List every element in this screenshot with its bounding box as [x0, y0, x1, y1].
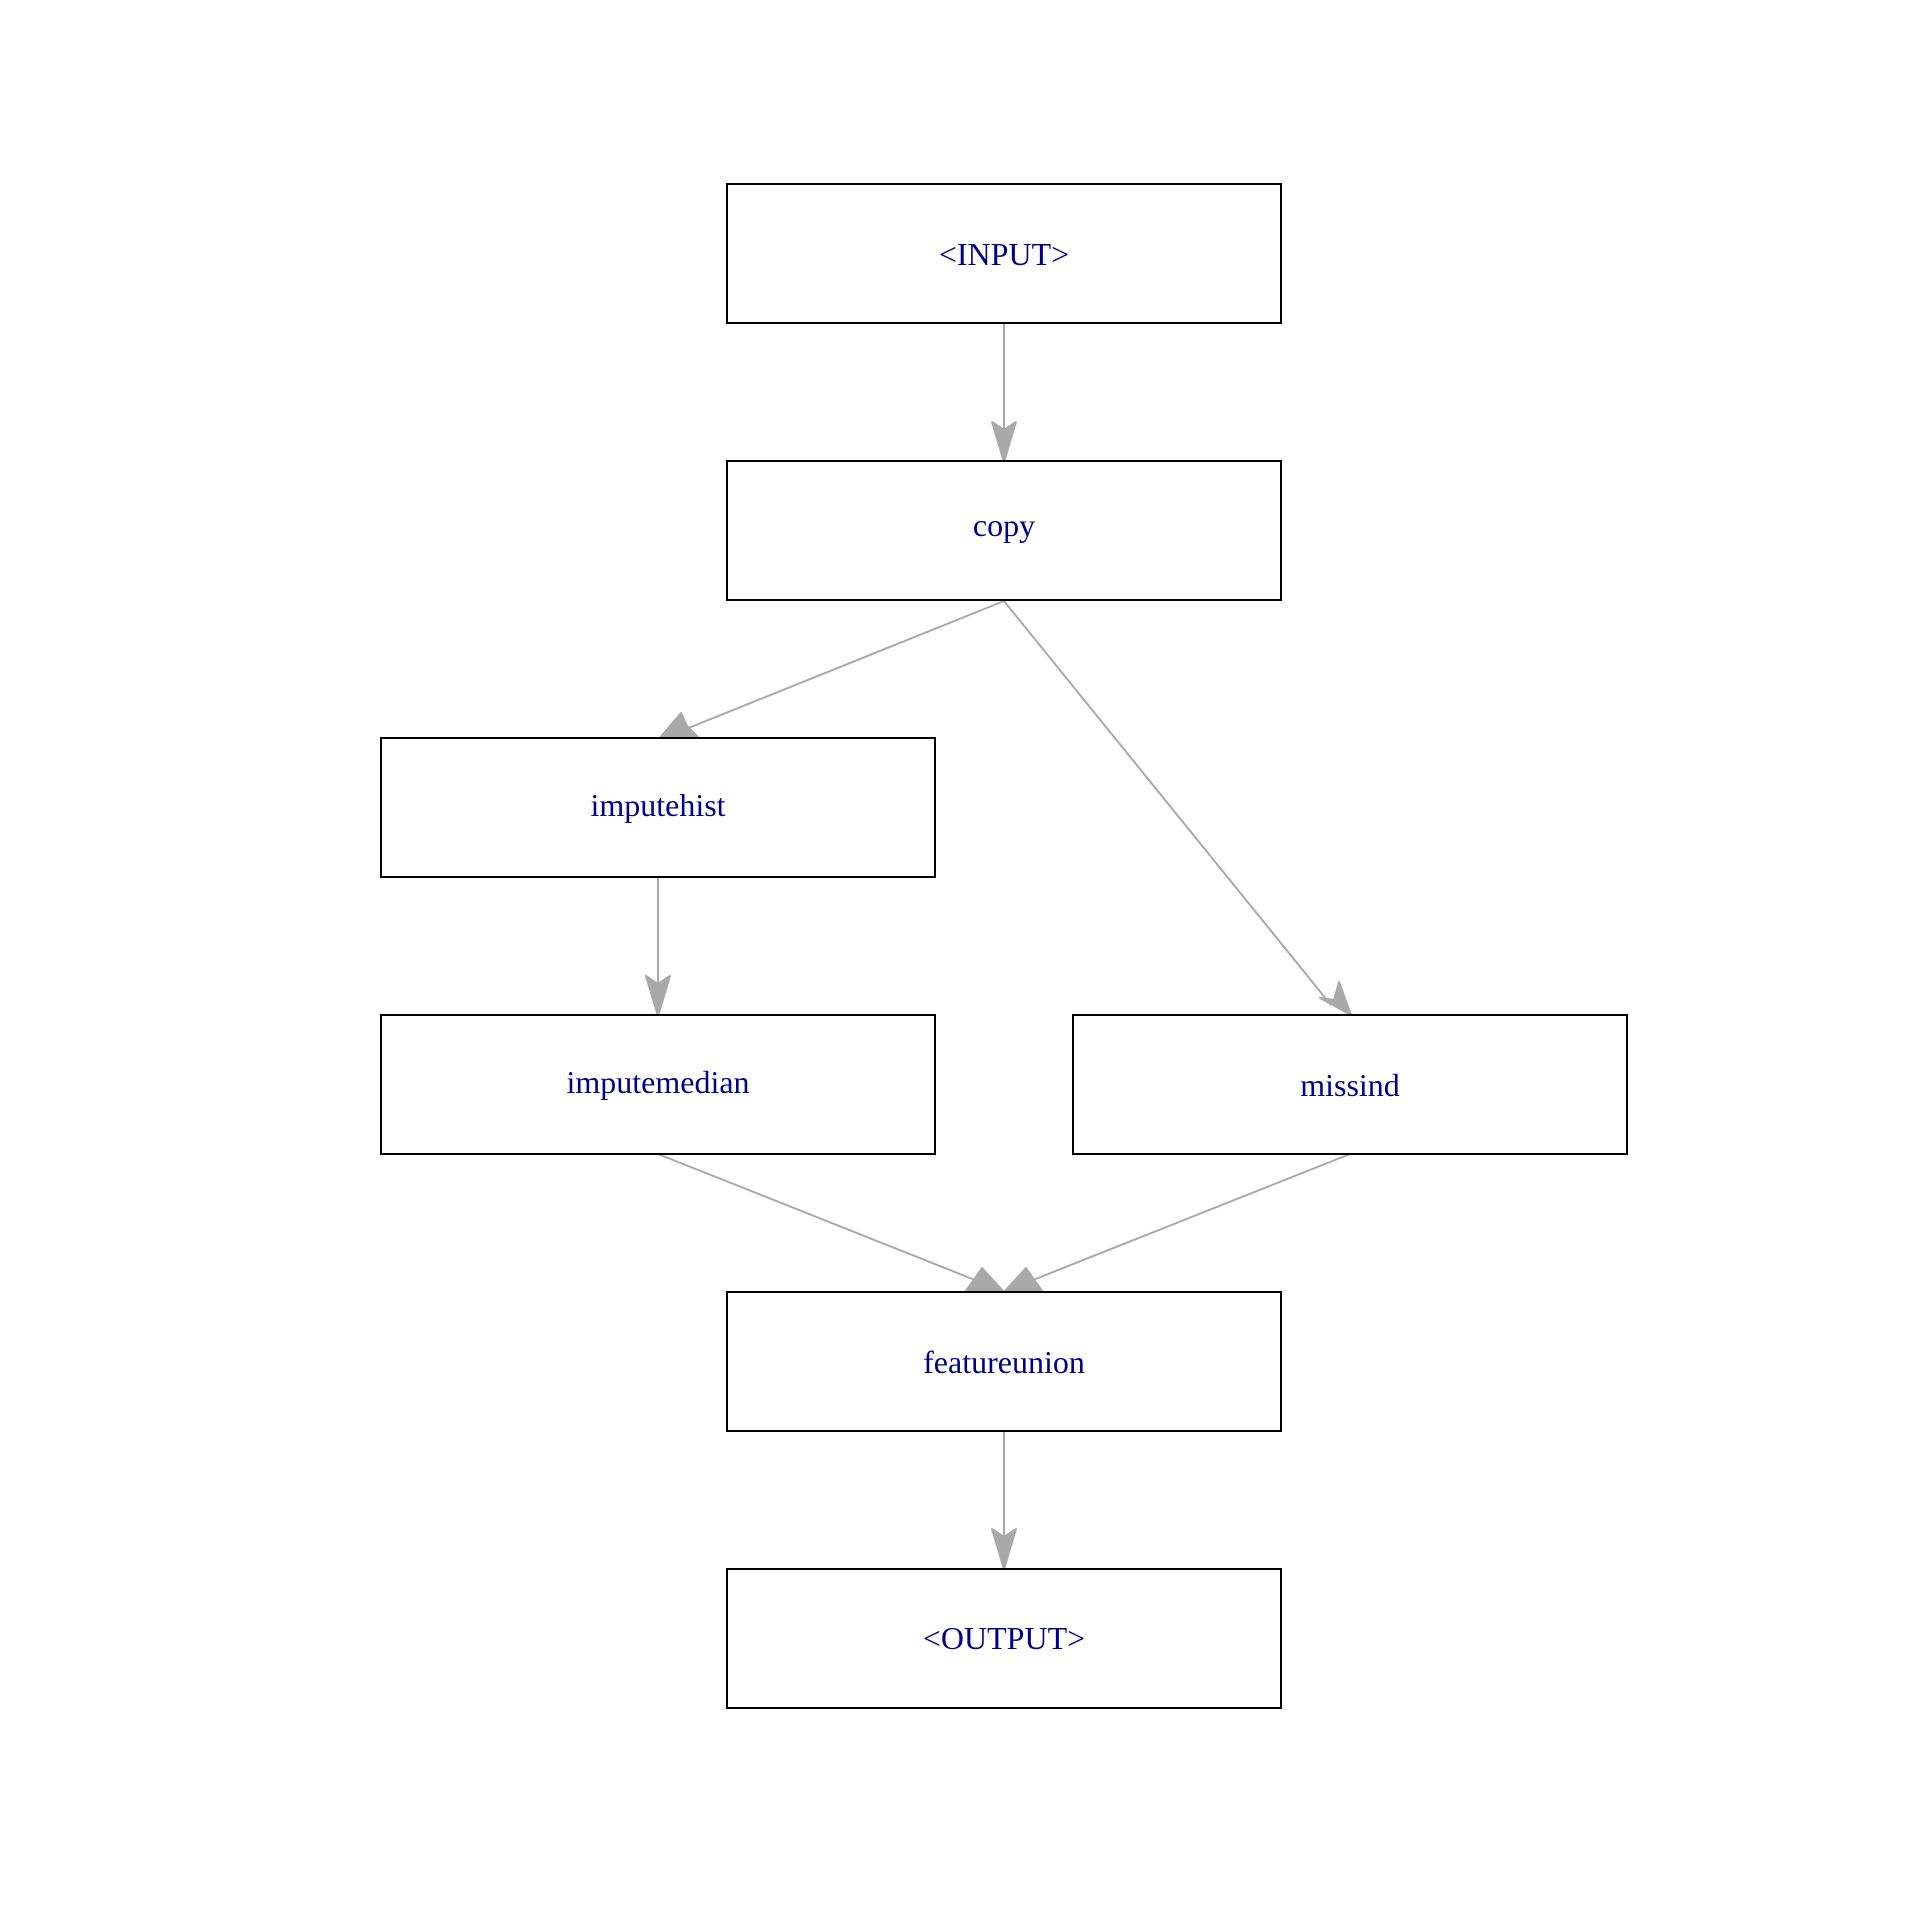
arrowhead-icon [1003, 1267, 1044, 1293]
node-input[interactable]: <INPUT> [726, 183, 1282, 324]
arrowhead-icon [964, 1267, 1005, 1293]
nodes-layer: <INPUT> copy imputehist imputemedian mis… [380, 183, 1628, 1709]
node-label: imputemedian [566, 1064, 749, 1100]
node-label: imputehist [590, 787, 725, 823]
node-label: featureunion [923, 1344, 1085, 1380]
node-label: copy [973, 507, 1035, 543]
edge-imputehist-to-imputemedian [645, 877, 671, 1017]
edge-featureunion-to-output [991, 1431, 1017, 1570]
node-label: missind [1300, 1067, 1400, 1103]
node-copy[interactable]: copy [726, 460, 1282, 601]
edge-imputemedian-to-featureunion [657, 1153, 1005, 1293]
node-imputemedian[interactable]: imputemedian [380, 1014, 936, 1155]
node-box [726, 1568, 1282, 1709]
node-output[interactable]: <OUTPUT> [726, 1568, 1282, 1709]
node-imputehist[interactable]: imputehist [380, 737, 936, 878]
edge-input-to-copy [991, 324, 1017, 463]
edge-missind-to-featureunion [1003, 1153, 1351, 1293]
edge-line [1003, 600, 1332, 1006]
arrowhead-icon [991, 421, 1017, 463]
arrowhead-icon [1319, 981, 1352, 1016]
node-box [1072, 1014, 1628, 1155]
node-missind[interactable]: missind [1072, 1014, 1628, 1155]
edge-line [1032, 1153, 1351, 1281]
node-box [380, 737, 936, 878]
edge-line [685, 600, 1005, 730]
node-box [726, 1291, 1282, 1432]
edge-copy-to-missind [1003, 600, 1352, 1016]
node-box [726, 183, 1282, 324]
arrowhead-icon [991, 1528, 1017, 1570]
node-featureunion[interactable]: featureunion [726, 1291, 1282, 1432]
node-box [726, 460, 1282, 601]
edge-copy-to-imputehist [657, 600, 1005, 741]
arrowhead-icon [645, 975, 671, 1017]
node-label: <OUTPUT> [923, 1620, 1085, 1656]
node-label: <INPUT> [939, 236, 1069, 272]
edge-line [657, 1153, 976, 1281]
node-box [380, 1014, 936, 1155]
